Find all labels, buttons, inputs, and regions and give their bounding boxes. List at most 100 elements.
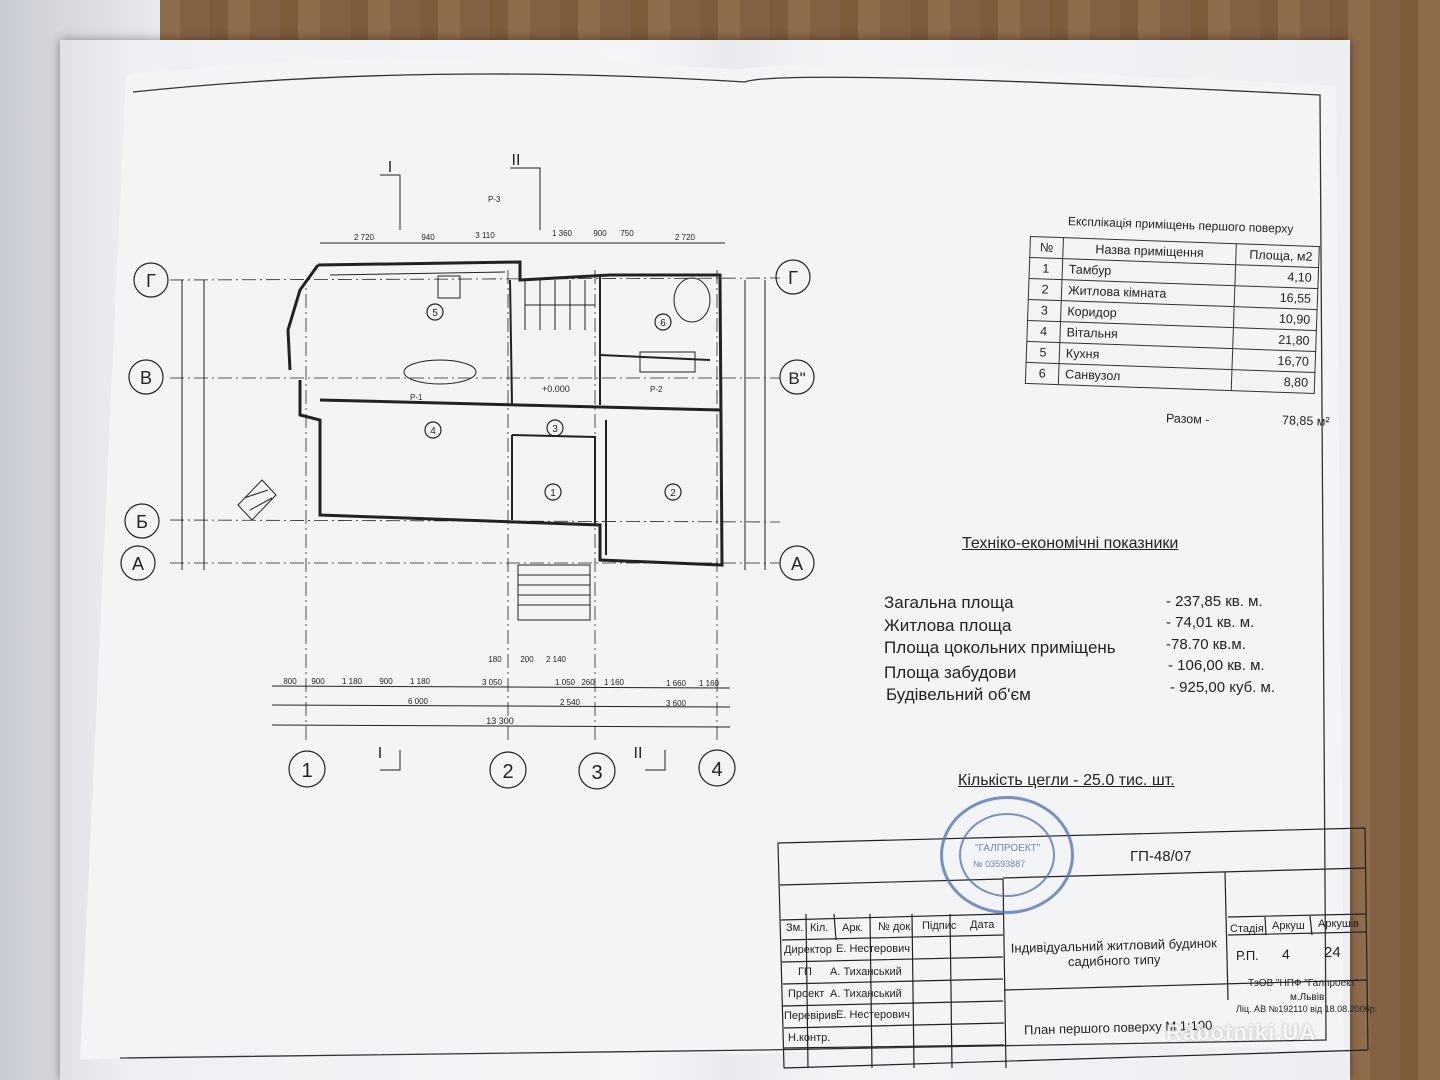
section-mark: II [512,152,521,169]
dim: 1 160 [604,678,625,687]
header-col: № док. [878,921,914,933]
room-number: 2 [670,488,676,499]
column-header: № [1029,236,1064,259]
dim: 260 [581,678,595,687]
person: А. Тиханський [830,966,902,978]
room-number: 6 [660,318,666,329]
watermark: Rabotniki.UA [1166,1020,1317,1045]
role: ГП [798,966,812,978]
cell-area: 10,90 [1233,306,1318,331]
level-mark: +0.000 [542,384,570,394]
license: Ліц. АВ №192110 від 18.08.2006р. [1236,1004,1378,1014]
dim: 200 [520,655,534,664]
axis-label: Б [136,512,148,532]
dim: 2 540 [560,698,581,707]
cell-number: 6 [1025,362,1060,385]
axis-number: 2 [502,761,513,783]
plan-label: Р-1 [410,393,423,402]
person: Е. Нестерович [836,1009,910,1021]
header-col: Кіл. [810,922,829,934]
header-col: Дата [970,919,995,931]
room-number: 4 [430,426,436,437]
dim: 800 [283,677,297,686]
indicator-value: - 74,01 кв. м. [1166,614,1255,631]
axis-label: Г [788,268,798,288]
plan-label: Р-2 [650,385,663,394]
section-mark: II [634,745,643,762]
axis-number: 3 [591,762,602,784]
cell-area: 8,80 [1231,369,1315,394]
role: Перевірив [784,1010,837,1022]
dim: 3 050 [482,678,503,687]
indicator-label: Будівельний об'єм [886,685,1031,704]
dim: 1 660 [666,679,687,688]
dim: 6 000 [408,697,429,706]
indicator-label: Загальна площа [884,593,1014,612]
axis-number: 1 [301,760,312,782]
column-header: Площа, м2 [1235,243,1320,268]
dim: 750 [620,229,634,238]
dim: 1 180 [410,677,431,686]
dim: 3 110 [475,231,495,240]
axis-label: А [791,554,803,574]
cell-area: 16,55 [1234,285,1318,310]
person: Е. Нестерович [836,943,910,955]
stage-value: Р.П. [1236,948,1259,963]
dim: 3 600 [666,699,687,708]
dim: 1 050 [555,678,576,687]
dim: 180 [488,655,502,664]
indicator-value: - 106,00 кв. м. [1168,657,1265,674]
cell-area: 16,70 [1231,348,1316,373]
room-number: 5 [432,308,438,319]
role: Директор [784,944,832,956]
indicator-label: Площа забудови [884,663,1017,682]
indicator-label: Житлова площа [884,616,1012,635]
role: Н.контр. [788,1032,831,1044]
dim: 2 140 [546,655,567,664]
cell-number: 3 [1027,299,1062,322]
company-name: ТзОВ "НПФ "Галпроект" [1248,978,1359,989]
drawing-code: ГП-48/07 [1130,848,1192,865]
section-mark: I [378,745,382,762]
dim: 900 [311,677,325,686]
company-city: м.Львів [1290,992,1325,1003]
sheets-label: Аркушів [1318,918,1360,930]
room-number: 1 [550,488,556,499]
cell-number: 2 [1028,278,1062,301]
brick-count: Кількість цегли - 25.0 тис. шт. [958,772,1175,789]
role: Проект [788,988,825,1000]
indicator-value: - 925,00 куб. м. [1170,679,1276,696]
dim: 2 720 [354,233,375,242]
section-mark: I [388,159,392,176]
sheet-frame [119,73,1327,1059]
cell-number: 5 [1026,341,1060,364]
total-label: Разом - [1165,411,1210,427]
cell-area: 21,80 [1232,327,1317,352]
dim: 1 160 [699,679,720,688]
dim: 1 360 [552,229,573,238]
dim: 900 [379,677,393,686]
sheets-value: 24 [1324,944,1341,961]
axis-label: А [132,554,144,574]
indicators-title: Техніко-економічні показники [962,535,1179,552]
cell-number: 4 [1026,320,1061,343]
indicator-value: -78.70 кв.м. [1166,636,1246,653]
stage-label: Стадія [1230,923,1264,935]
header-col: Підпис [922,920,957,932]
header-col: Арк. [842,922,864,934]
axis-label: В" [788,369,805,388]
stamp-name: "ГАЛПРОЕКТ" [975,843,1041,854]
dim: 940 [421,233,435,242]
explication-table: № Назва приміщення Площа, м2 1 Тамбур 4,… [1025,236,1320,394]
sheet-value: 4 [1282,946,1290,962]
title-block-grid [777,827,1369,1069]
dim: 1 180 [342,677,363,686]
axis-label: Г [146,271,156,291]
indicator-value: - 237,85 кв. м. [1166,593,1263,610]
person: А. Тиханський [830,988,902,1000]
company-stamp: "ГАЛПРОЕКТ" № 03593887 [940,796,1074,914]
dim: 2 720 [675,233,696,242]
cell-area: 4,10 [1234,264,1319,289]
cell-number: 1 [1029,257,1063,280]
